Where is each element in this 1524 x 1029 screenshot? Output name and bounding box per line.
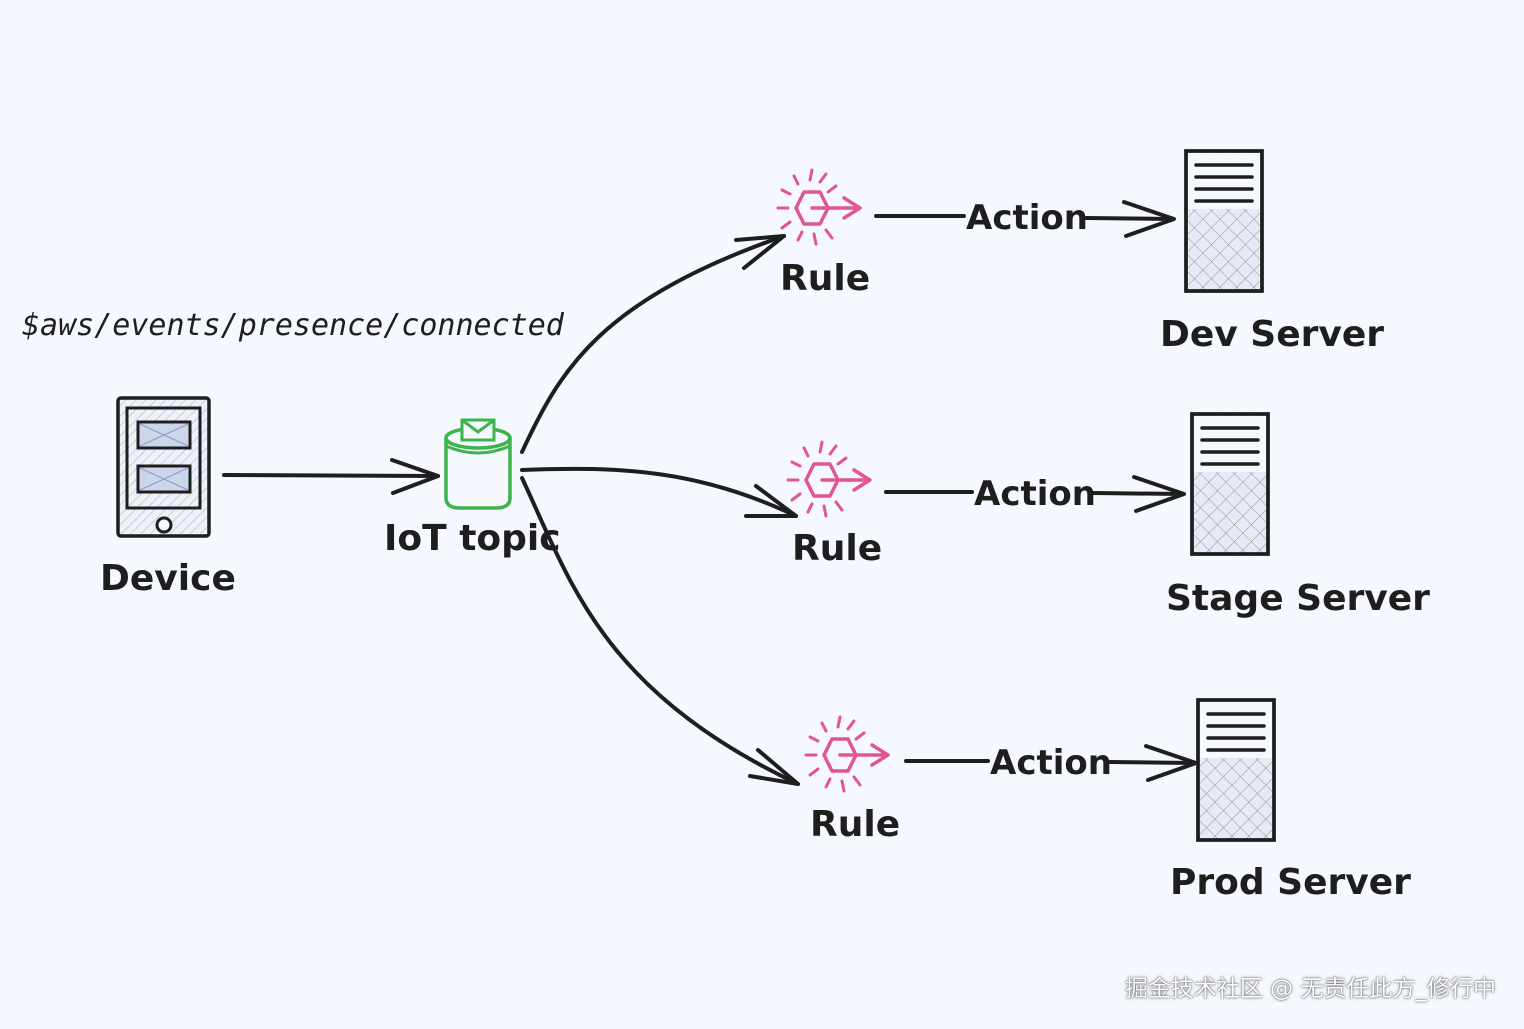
rule-icon <box>776 168 862 246</box>
action-label-prod: Action <box>990 743 1112 783</box>
action-label-dev: Action <box>966 198 1088 238</box>
rule-label-prod: Rule <box>810 804 900 845</box>
action-arrow-stage <box>884 475 1186 513</box>
topic-path-label: $aws/events/presence/connected <box>22 308 565 343</box>
server-icon-prod <box>1196 698 1276 842</box>
rule-label-stage: Rule <box>792 528 882 569</box>
rule-icon <box>804 715 890 793</box>
iot-topic-label: IoT topic <box>384 518 561 559</box>
server-icon-stage <box>1190 412 1270 556</box>
action-arrow-prod <box>904 744 1198 782</box>
topic-to-rule-dev-arrow <box>520 234 786 454</box>
server-icon-dev <box>1184 149 1264 293</box>
server-label-stage: Stage Server <box>1166 578 1430 619</box>
device-to-topic-arrow <box>222 458 440 495</box>
action-arrow-dev <box>874 200 1176 238</box>
watermark-text: 掘金技术社区 @ 无责任此方_修行中 <box>1124 976 1496 1002</box>
topic-to-rule-stage-arrow <box>520 466 798 518</box>
server-label-prod: Prod Server <box>1170 862 1411 903</box>
topic-to-rule-prod-arrow <box>520 476 800 786</box>
action-label-stage: Action <box>974 474 1096 514</box>
device-label: Device <box>100 558 236 599</box>
rule-icon <box>786 440 872 518</box>
device-icon <box>116 396 211 538</box>
rule-label-dev: Rule <box>780 258 870 299</box>
iot-topic-icon <box>444 418 512 510</box>
server-label-dev: Dev Server <box>1160 314 1384 355</box>
